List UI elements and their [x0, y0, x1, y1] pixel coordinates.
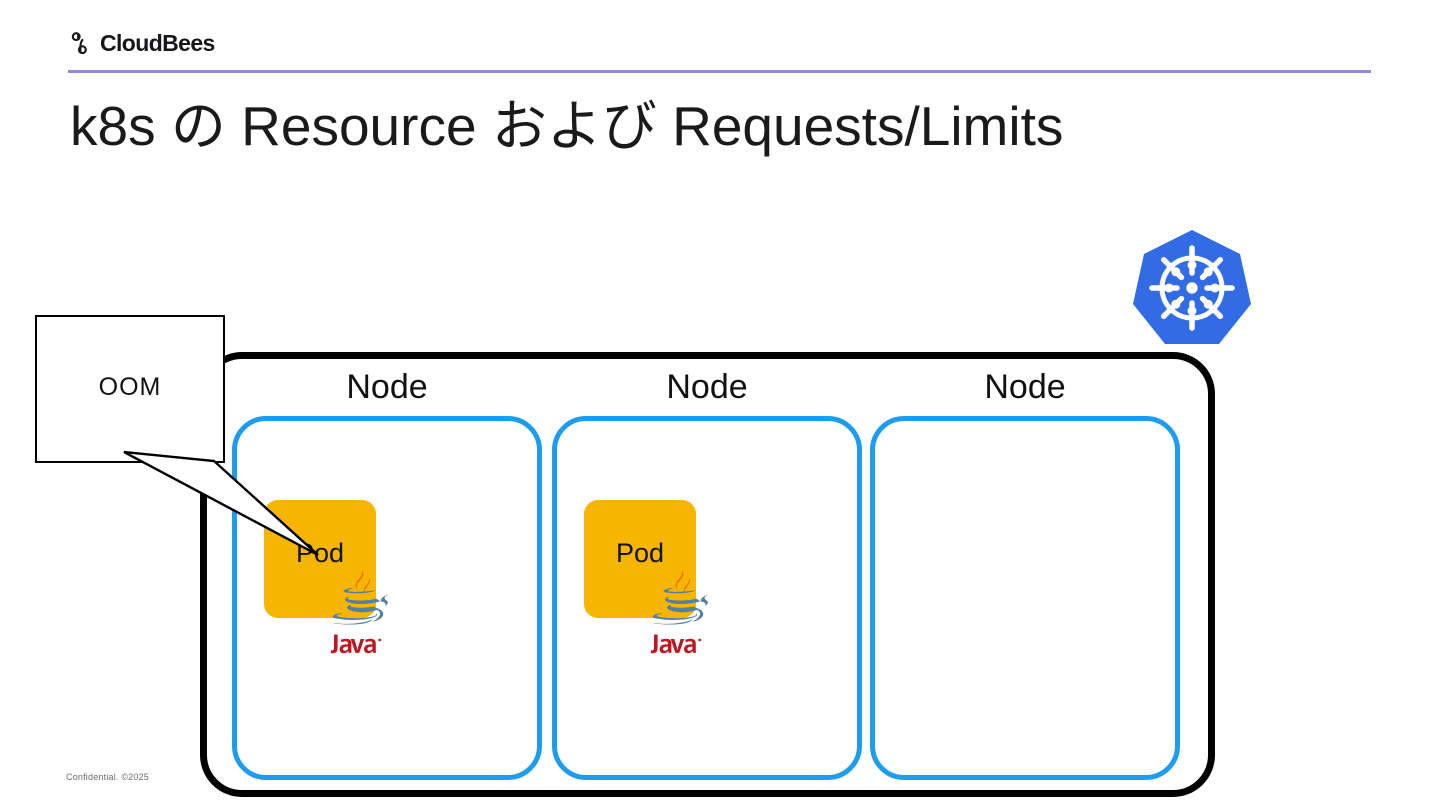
pod-2-label: Pod — [615, 538, 665, 568]
java-logo-icon — [331, 570, 389, 654]
pod-2: Pod — [584, 500, 696, 618]
node-2: Node Pod — [552, 368, 862, 780]
node-3: Node — [870, 368, 1180, 780]
header-divider — [68, 70, 1371, 73]
node-1: Node Pod — [232, 368, 542, 780]
page-title: k8s の Resource および Requests/Limits — [70, 95, 1064, 157]
node-2-frame: Pod — [552, 416, 862, 780]
cloudbees-bee-icon — [71, 32, 87, 55]
node-3-frame — [870, 416, 1180, 780]
confidential-footer: Confidential. ©2025 — [66, 772, 149, 782]
node-1-label: Node — [346, 368, 428, 406]
cloudbees-logo: CloudBees — [68, 30, 215, 56]
oom-callout-box: OOM — [35, 315, 225, 463]
cloudbees-wordmark: CloudBees — [100, 29, 215, 56]
node-2-label: Node — [666, 368, 748, 406]
pod-1-label: Pod — [295, 538, 345, 568]
node-1-frame: Pod — [232, 416, 542, 780]
oom-callout-label: OOM — [98, 373, 162, 401]
cluster-container — [200, 352, 1215, 797]
node-3-label: Node — [984, 368, 1066, 406]
kubernetes-helm-icon — [1133, 230, 1251, 344]
java-logo-icon — [651, 570, 709, 654]
